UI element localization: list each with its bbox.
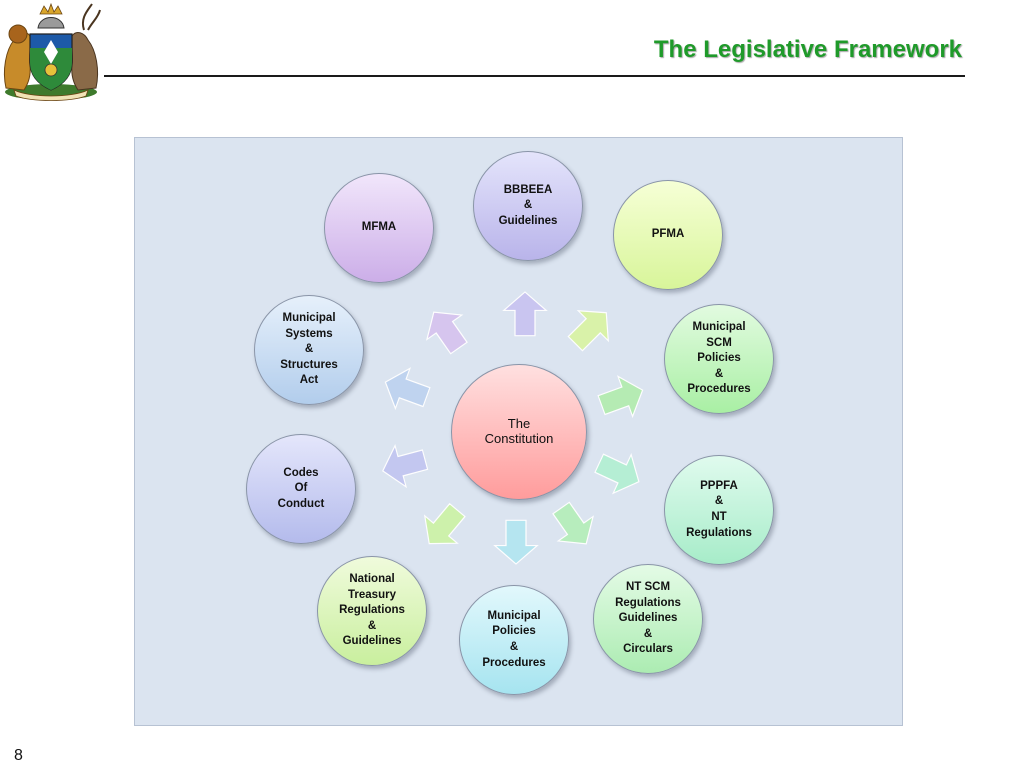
coat-of-arms-icon xyxy=(0,0,102,102)
flow-arrow-icon xyxy=(552,501,595,545)
title-divider xyxy=(104,75,965,77)
flow-arrow-icon xyxy=(382,443,429,489)
flow-arrow-icon xyxy=(423,502,466,545)
node-pppfa-label: PPPFA & NT Regulations xyxy=(686,479,752,539)
node-codes-of-conduct: Codes Of Conduct xyxy=(246,434,356,544)
node-municipal-systems-label: Municipal Systems & Structures Act xyxy=(280,312,338,387)
node-constitution-label: The Constitution xyxy=(484,416,554,446)
flow-arrow-icon xyxy=(567,310,609,352)
node-nt-scm-label: NT SCM Regulations Guidelines & Circular… xyxy=(615,581,681,656)
node-municipal-scm: Municipal SCM Policies & Procedures xyxy=(664,304,774,414)
node-pfma: PFMA xyxy=(613,180,723,290)
node-codes-of-conduct-label: Codes Of Conduct xyxy=(277,466,325,510)
flow-arrow-icon xyxy=(594,453,640,495)
flow-arrow-icon xyxy=(493,519,539,565)
flow-arrow-icon xyxy=(384,367,431,411)
node-pppfa: PPPFA & NT Regulations xyxy=(664,455,774,565)
node-municipal-scm-label: Municipal SCM Policies & Procedures xyxy=(687,321,751,396)
node-constitution: The Constitution xyxy=(451,364,587,500)
node-mfma: MFMA xyxy=(324,173,434,283)
flow-arrow-icon xyxy=(425,311,468,355)
flow-arrow-icon xyxy=(597,375,644,419)
node-municipal-policies-label: Municipal Policies & Procedures xyxy=(482,609,546,669)
page-title: The Legislative Framework xyxy=(653,36,962,63)
arrows-layer xyxy=(382,291,644,565)
node-national-treasury: National Treasury Regulations & Guidelin… xyxy=(317,556,427,666)
node-bbbeea-label: BBBEEA & Guidelines xyxy=(498,183,558,227)
node-municipal-systems: Municipal Systems & Structures Act xyxy=(254,295,364,405)
node-municipal-policies: Municipal Policies & Procedures xyxy=(459,585,569,695)
node-bbbeea: BBBEEA & Guidelines xyxy=(473,151,583,261)
flow-arrow-icon xyxy=(502,291,548,337)
page-number: 8 xyxy=(14,747,23,764)
node-nt-scm: NT SCM Regulations Guidelines & Circular… xyxy=(593,564,703,674)
node-national-treasury-label: National Treasury Regulations & Guidelin… xyxy=(339,573,405,648)
node-mfma-label: MFMA xyxy=(361,221,397,234)
node-pfma-label: PFMA xyxy=(651,228,685,241)
